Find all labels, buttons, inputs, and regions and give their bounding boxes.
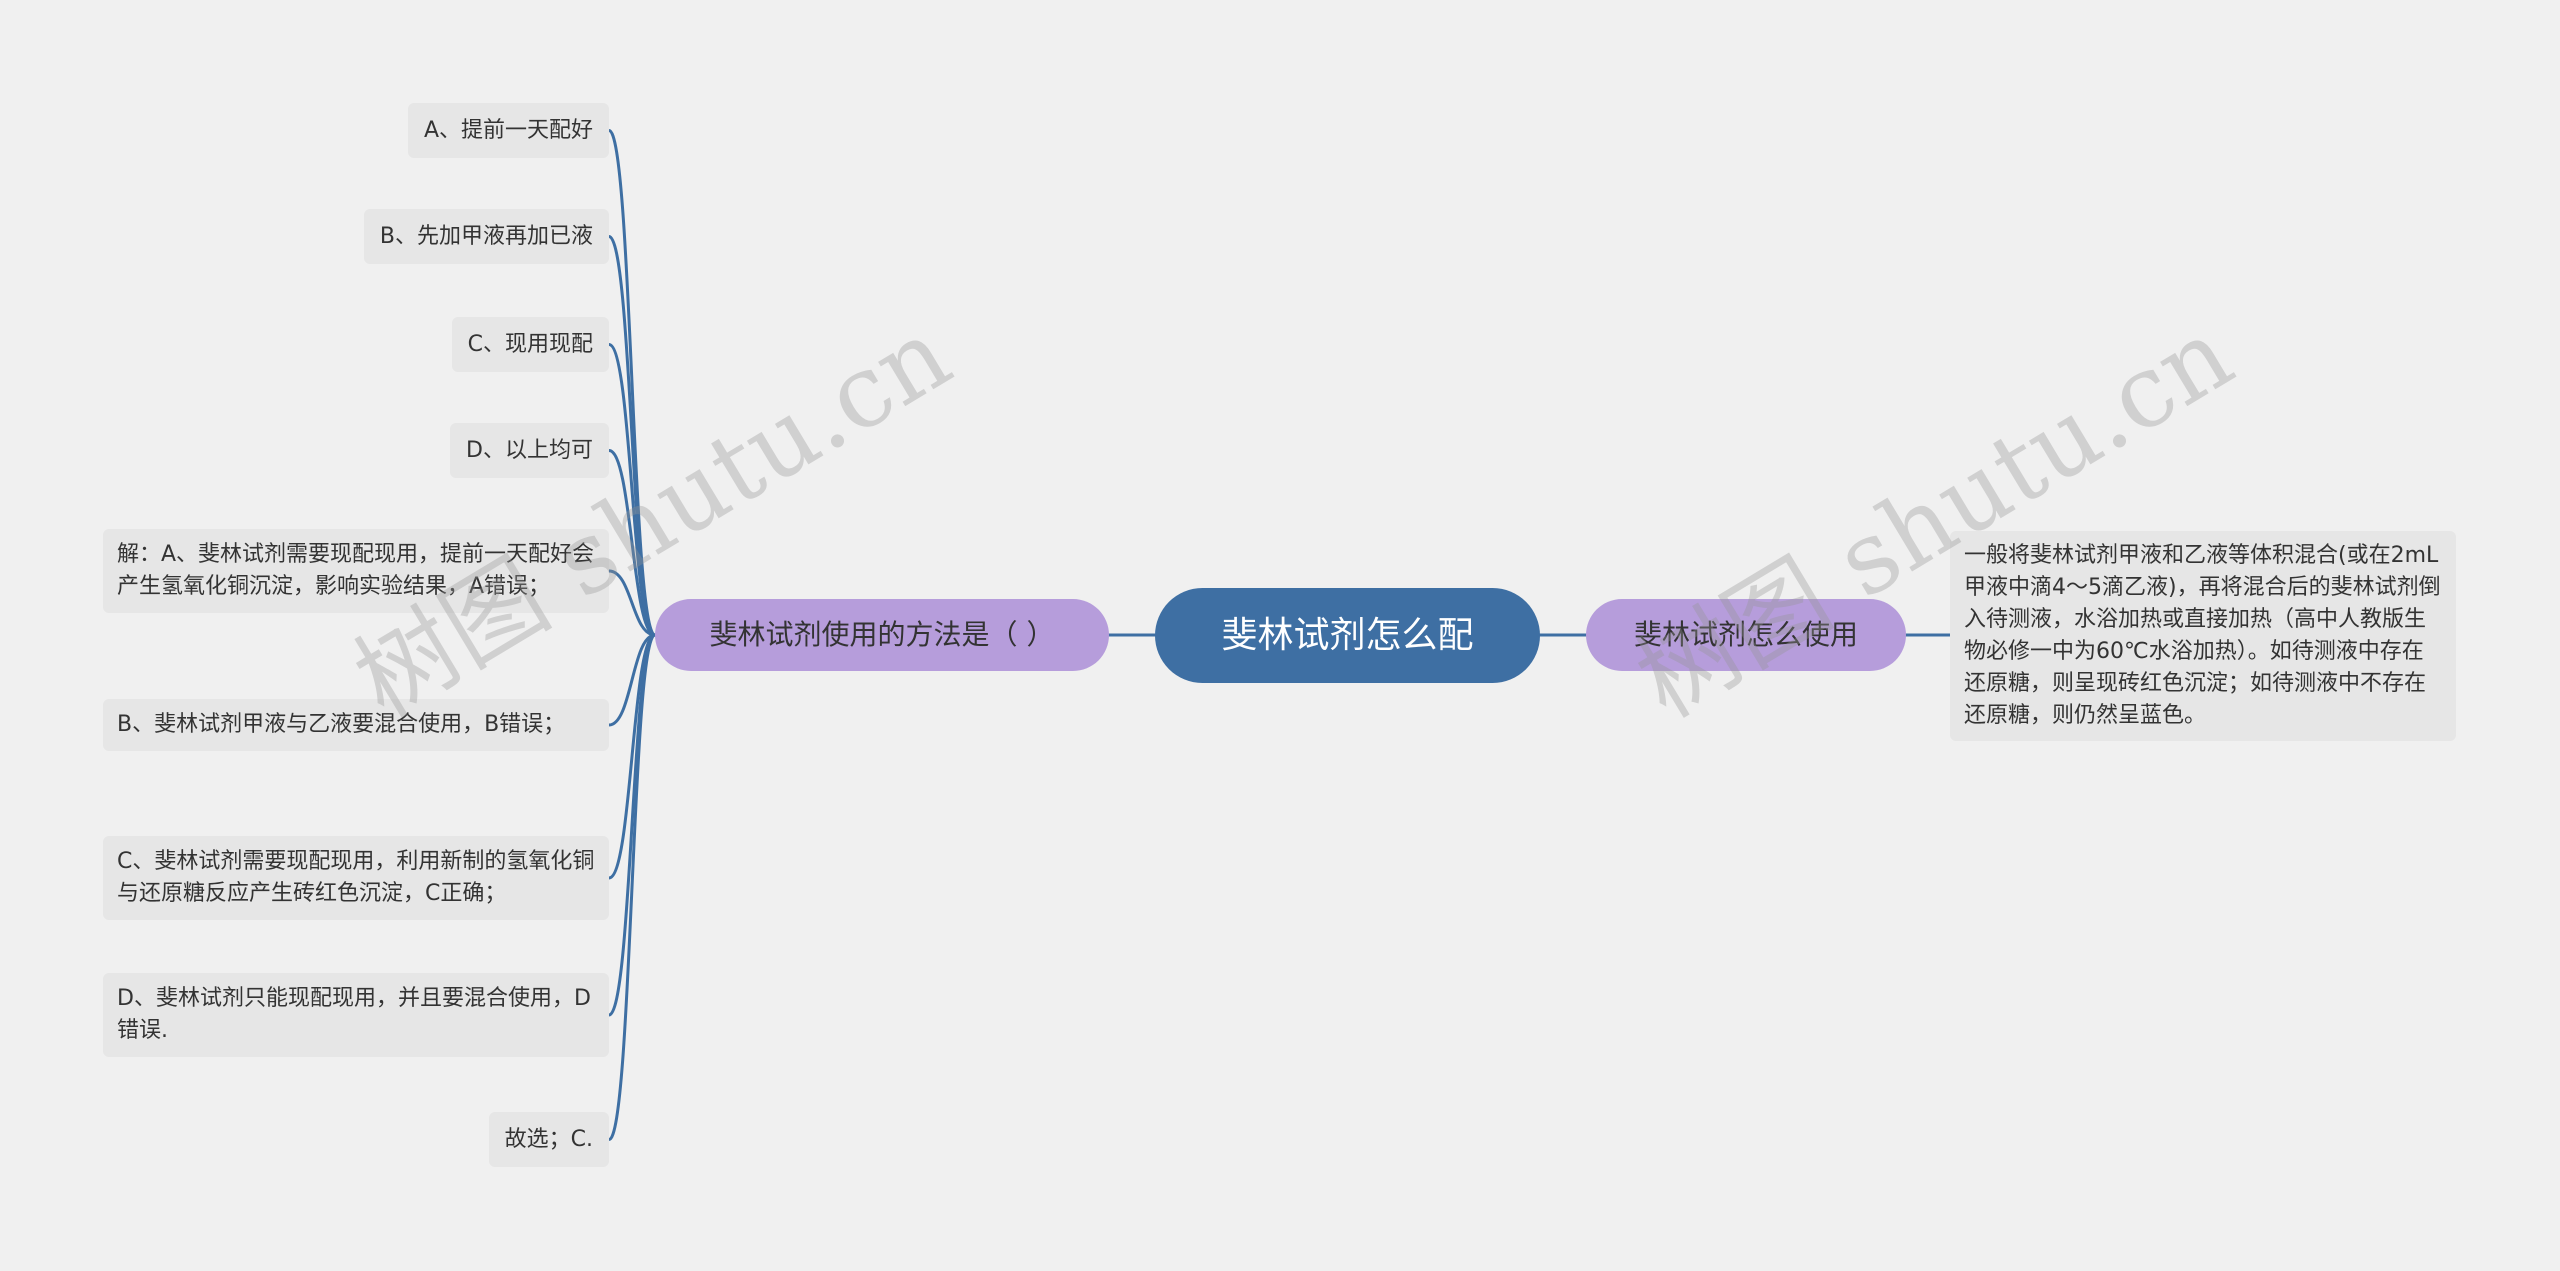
connector-left-leaf-3 <box>607 343 657 637</box>
connector-left-leaf-5 <box>607 569 657 637</box>
left-leaf-explanation-c[interactable]: C、斐林试剂需要现配现用，利用新制的氢氧化铜与还原糖反应产生砖红色沉淀，C正确； <box>103 836 609 920</box>
left-leaf-option-d[interactable]: D、以上均可 <box>450 423 609 478</box>
left-branch-topic[interactable]: 斐林试剂使用的方法是（ ） <box>655 599 1109 671</box>
connector-left-leaf-4 <box>607 449 657 637</box>
left-leaf-explanation-a[interactable]: 解：A、斐林试剂需要现配现用，提前一天配好会产生氢氧化铜沉淀，影响实验结果，A错… <box>103 529 609 613</box>
right-leaf-usage-description[interactable]: 一般将斐林试剂甲液和乙液等体积混合(或在2mL甲液中滴4～5滴乙液)，再将混合后… <box>1950 531 2456 741</box>
connector-left-leaf-9 <box>607 633 657 1141</box>
left-leaf-explanation-b[interactable]: B、斐林试剂甲液与乙液要混合使用，B错误； <box>103 699 609 751</box>
left-leaf-option-a[interactable]: A、提前一天配好 <box>407 103 609 158</box>
right-branch-topic[interactable]: 斐林试剂怎么使用 <box>1586 599 1906 671</box>
connector-left-leaf-8 <box>607 633 657 1017</box>
left-leaf-option-c[interactable]: C、现用现配 <box>451 317 609 372</box>
connector-left-leaf-2 <box>607 235 657 637</box>
connector-left-leaf-6 <box>607 633 657 727</box>
left-leaf-explanation-d[interactable]: D、斐林试剂只能现配现用，并且要混合使用，D错误. <box>103 973 609 1057</box>
left-leaf-option-b[interactable]: B、先加甲液再加已液 <box>363 209 609 264</box>
left-leaf-answer[interactable]: 故选；C. <box>488 1112 609 1167</box>
connector-left-leaf-1 <box>607 129 657 637</box>
root-topic[interactable]: 斐林试剂怎么配 <box>1155 588 1540 683</box>
